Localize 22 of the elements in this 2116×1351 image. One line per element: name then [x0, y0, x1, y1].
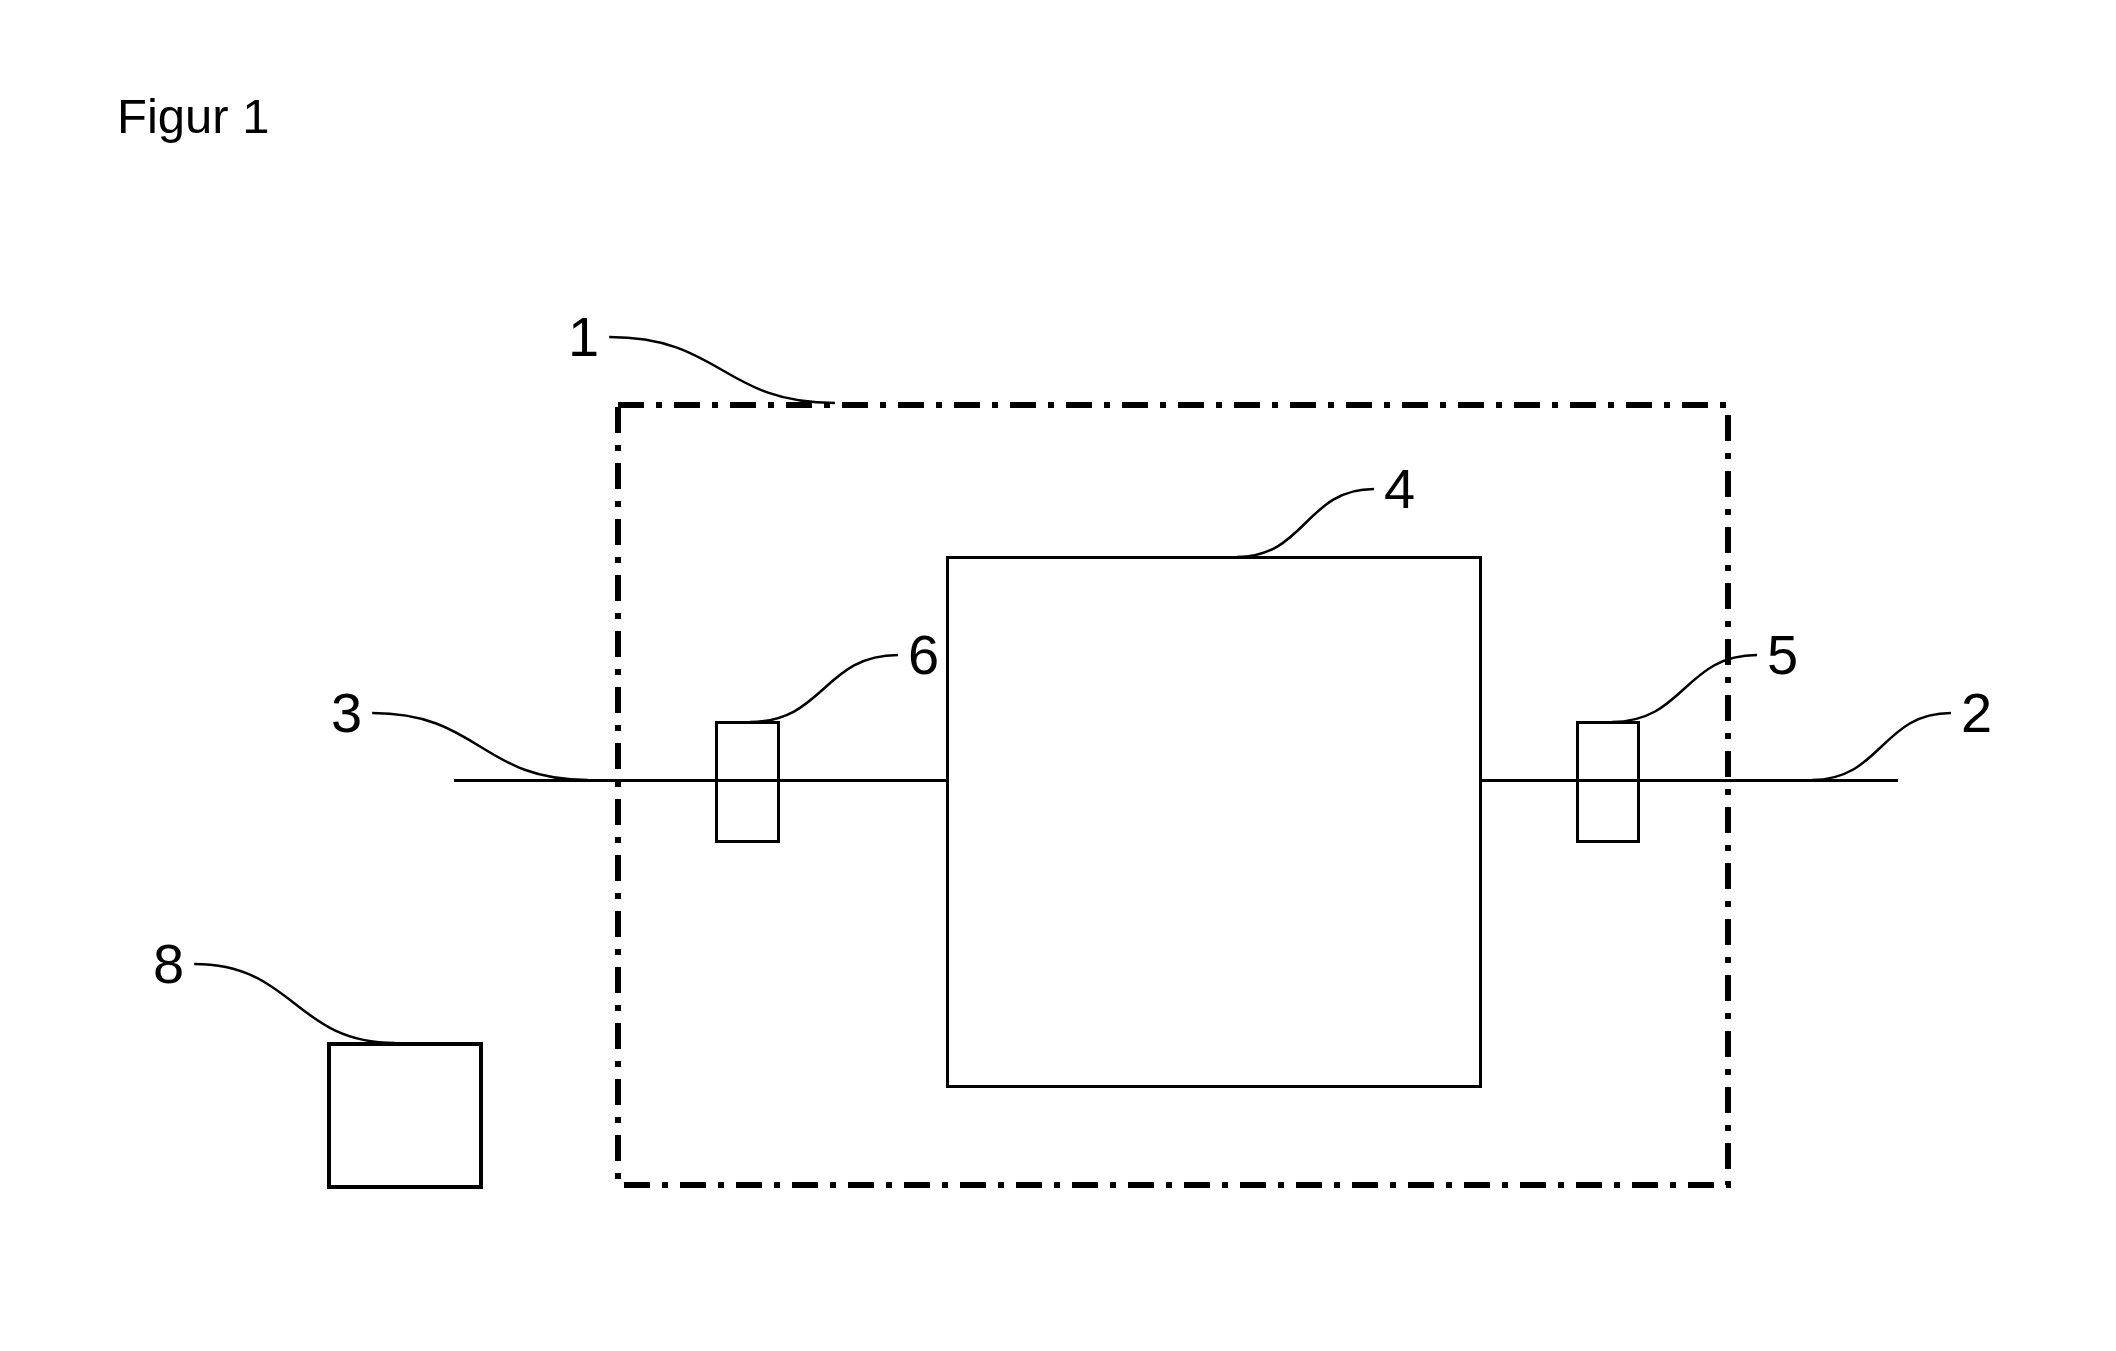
shaft-line — [1480, 779, 1898, 782]
leader-line — [609, 335, 836, 405]
callout-number: 6 — [898, 634, 950, 676]
callout-number: 8 — [143, 943, 195, 985]
callout-number: 3 — [321, 692, 373, 734]
figure-title: Figur 1 — [117, 88, 270, 144]
leader-line — [372, 711, 589, 782]
callout-number: 1 — [558, 316, 610, 358]
leader-line — [1811, 711, 1952, 782]
square-block — [327, 1042, 483, 1189]
leader-line — [1236, 487, 1375, 559]
leader-line — [194, 962, 396, 1045]
leader-line — [749, 653, 899, 724]
small-block — [715, 721, 780, 843]
callout-number: 5 — [1757, 634, 1809, 676]
callout-number: 2 — [1951, 692, 2003, 734]
callout-number: 4 — [1374, 468, 1426, 510]
shaft-line — [454, 779, 948, 782]
leader-line — [1611, 653, 1758, 724]
small-block — [1576, 721, 1640, 843]
dash-dot-frame — [615, 402, 1731, 1188]
large-block — [946, 556, 1482, 1088]
